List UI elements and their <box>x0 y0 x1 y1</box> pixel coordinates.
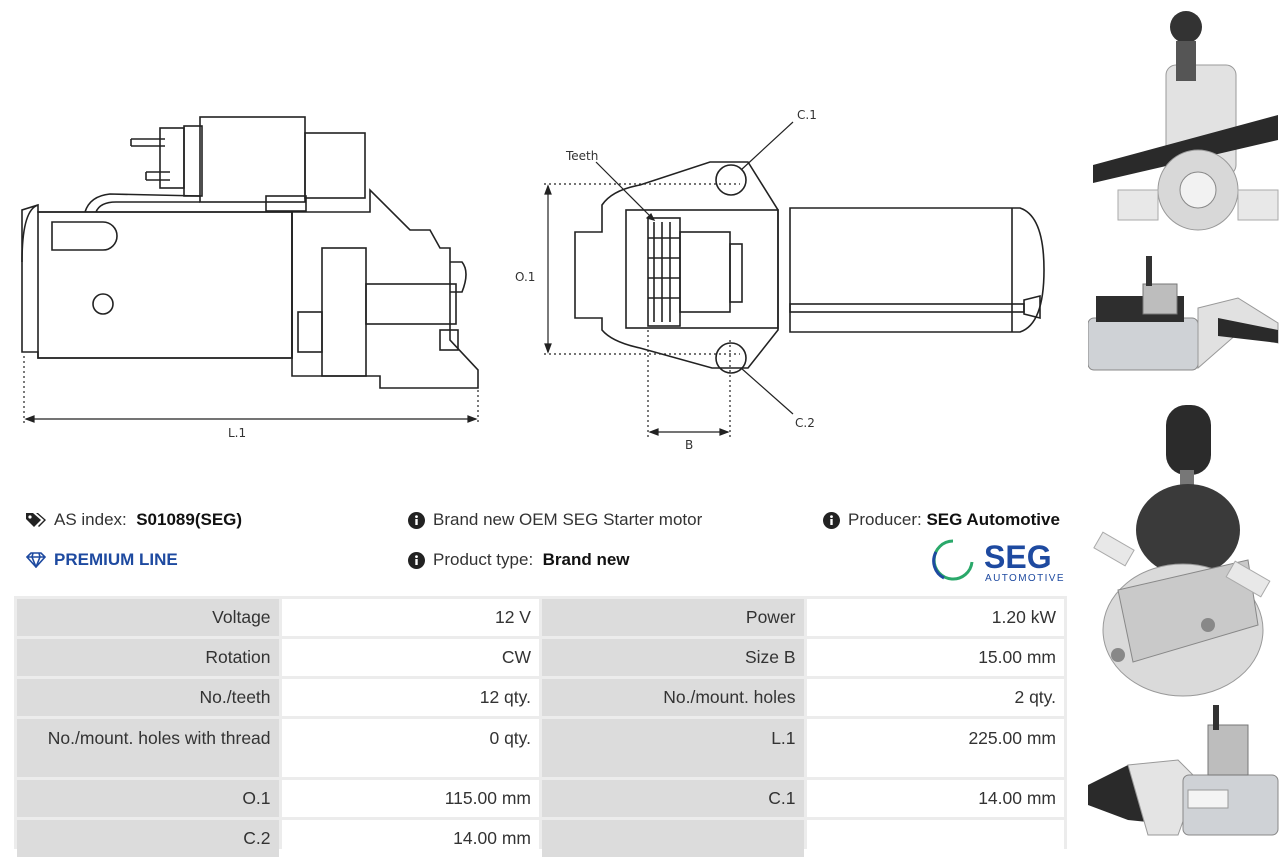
description-row: Brand new OEM SEG Starter motor <box>408 510 702 530</box>
spec-label: Voltage <box>17 599 279 636</box>
specs-table: Voltage 12 V Power 1.20 kW Rotation CW S… <box>14 596 1067 860</box>
product-photo-side[interactable] <box>1088 248 1280 378</box>
table-row: No./mount. holes with thread 0 qty. L.1 … <box>17 719 1064 777</box>
dim-label-teeth: Teeth <box>565 149 598 163</box>
spec-value: 2 qty. <box>806 679 1064 716</box>
spec-label: Size B <box>541 639 804 676</box>
table-row: Voltage 12 V Power 1.20 kW <box>17 599 1064 636</box>
dim-label-c1: C.1 <box>797 108 817 122</box>
info-icon <box>823 511 840 529</box>
table-row: No./teeth 12 qty. No./mount. holes 2 qty… <box>17 679 1064 716</box>
as-index-label: AS index: <box>54 510 127 529</box>
spec-label: C.1 <box>541 780 804 817</box>
spec-value: 0 qty. <box>281 719 539 777</box>
table-row: Rotation CW Size B 15.00 mm <box>17 639 1064 676</box>
spec-label: Rotation <box>17 639 279 676</box>
info-icon <box>408 551 425 569</box>
spec-label <box>541 820 804 857</box>
product-type-label: Product type: <box>433 550 534 569</box>
spec-label: Power <box>541 599 804 636</box>
spec-value: 14.00 mm <box>806 780 1064 817</box>
product-photo-opposite-side[interactable] <box>1088 705 1280 855</box>
dim-label-b: B <box>685 438 693 452</box>
producer-label: Producer: <box>848 510 922 529</box>
spec-value: 1.20 kW <box>806 599 1064 636</box>
spec-value <box>806 820 1064 857</box>
table-row: O.1 115.00 mm C.1 14.00 mm <box>17 780 1064 817</box>
spec-value: 225.00 mm <box>806 719 1064 777</box>
spec-label: O.1 <box>17 780 279 817</box>
as-index-value: S01089(SEG) <box>136 510 243 529</box>
tags-icon <box>26 512 46 528</box>
seg-automotive-logo: SEG AUTOMOTIVE <box>932 539 1065 584</box>
spec-value: 14.00 mm <box>281 820 539 857</box>
table-row: C.2 14.00 mm <box>17 820 1064 857</box>
starter-side-view-drawing: L.1 <box>21 116 479 440</box>
spec-label: No./teeth <box>17 679 279 716</box>
spec-label: L.1 <box>541 719 804 777</box>
spec-value: 115.00 mm <box>281 780 539 817</box>
spec-value: 12 V <box>281 599 539 636</box>
spec-value: CW <box>281 639 539 676</box>
spec-label: C.2 <box>17 820 279 857</box>
dim-label-c2: C.2 <box>795 416 815 430</box>
spec-label: No./mount. holes with thread <box>17 719 279 777</box>
starter-front-view-drawing: O.1 B C.1 C.2 Teeth <box>515 108 1045 452</box>
logo-brand: SEG <box>984 539 1052 575</box>
dim-label-l1: L.1 <box>228 426 246 440</box>
as-index-row: AS index: S01089(SEG) <box>26 510 242 530</box>
premium-line-text: PREMIUM LINE <box>54 550 178 569</box>
logo-arc-blue <box>932 551 945 580</box>
spec-label: No./mount. holes <box>541 679 804 716</box>
product-type-value: Brand new <box>542 550 630 569</box>
technical-drawings: L.1 <box>0 0 1080 470</box>
product-type-row: Product type: Brand new <box>408 550 630 570</box>
description-text: Brand new OEM SEG Starter motor <box>433 510 703 529</box>
dim-label-o1: O.1 <box>515 270 535 284</box>
producer-row: Producer: SEG Automotive <box>823 510 1060 530</box>
premium-line-badge[interactable]: PREMIUM LINE <box>26 550 178 570</box>
diamond-icon <box>26 552 46 568</box>
spec-value: 15.00 mm <box>806 639 1064 676</box>
logo-sub: AUTOMOTIVE <box>985 573 1065 584</box>
product-photo-front[interactable] <box>1088 5 1280 245</box>
info-icon <box>408 511 425 529</box>
product-photo-rear[interactable] <box>1088 400 1280 700</box>
spec-value: 12 qty. <box>281 679 539 716</box>
producer-value: SEG Automotive <box>926 510 1060 529</box>
